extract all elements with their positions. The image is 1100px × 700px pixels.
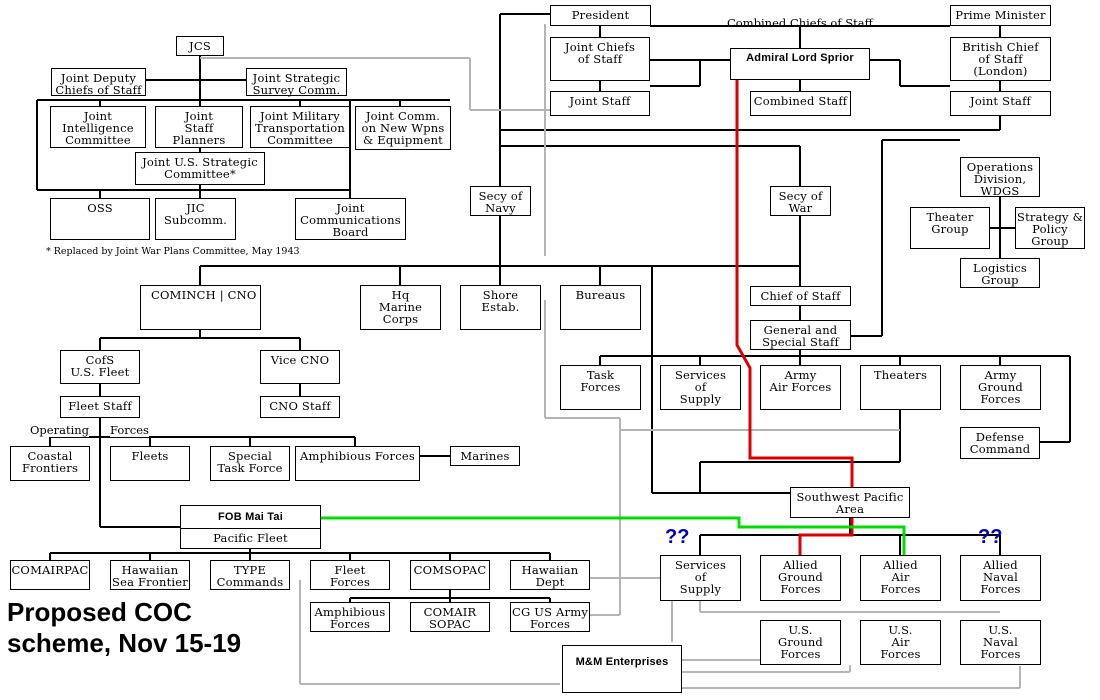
task-forces-box: Task Forces bbox=[560, 365, 641, 410]
general-special-staff-box: General and Special Staff bbox=[750, 320, 851, 350]
theater-group-box: Theater Group bbox=[910, 207, 990, 249]
forces-label: Forces bbox=[110, 423, 149, 437]
prime-minister-box: Prime Minister bbox=[950, 5, 1051, 26]
hq-marine-corps-box: Hq Marine Corps bbox=[360, 285, 441, 330]
army-air-forces-box: Army Air Forces bbox=[760, 365, 841, 410]
jcs-box: JCS bbox=[176, 36, 224, 56]
secy-of-war-box: Secy of War bbox=[770, 186, 831, 216]
mm-enterprises-box: M&M Enterprises bbox=[562, 645, 682, 693]
joint-communications-board-box: Joint Communications Board bbox=[295, 198, 406, 240]
theaters-box: Theaters bbox=[860, 365, 941, 410]
strategy-policy-group-box: Strategy & Policy Group bbox=[1015, 207, 1085, 249]
cofs-us-fleet-box: CofS U.S. Fleet bbox=[60, 350, 140, 384]
question-marks-right: ?? bbox=[978, 526, 1003, 548]
comsopac-box: COMSOPAC bbox=[410, 560, 490, 590]
logistics-group-box: Logistics Group bbox=[960, 258, 1040, 288]
pacific-fleet-box: Pacific Fleet bbox=[180, 528, 321, 549]
operations-division-box: Operations Division, WDGS bbox=[960, 157, 1040, 197]
cominch-cno-box: COMINCH | CNO bbox=[140, 285, 261, 330]
question-marks-left: ?? bbox=[665, 526, 690, 548]
chief-of-staff-box: Chief of Staff bbox=[750, 286, 851, 306]
hawaiian-dept-box: Hawaiian Dept bbox=[510, 560, 590, 590]
fleets-box: Fleets bbox=[110, 446, 190, 481]
defense-command-box: Defense Command bbox=[960, 427, 1040, 459]
operating-label: Operating bbox=[30, 423, 90, 437]
allied-air-forces-box: Allied Air Forces bbox=[860, 555, 941, 601]
joint-strategic-survey-box: Joint Strategic Survey Comm. bbox=[246, 68, 347, 96]
joint-comm-new-weapons-box: Joint Comm. on New Wpns & Equipment bbox=[355, 106, 451, 150]
coastal-frontiers-box: Coastal Frontiers bbox=[10, 446, 90, 481]
president-box: President bbox=[550, 5, 651, 26]
services-of-supply-top-box: Services of Supply bbox=[660, 365, 741, 410]
jic-subcommittee-box: JIC Subcomm. bbox=[155, 198, 236, 240]
amphibious-forces-bottom-box: Amphibious Forces bbox=[310, 602, 390, 632]
special-task-force-box: Special Task Force bbox=[210, 446, 290, 481]
secy-of-navy-box: Secy of Navy bbox=[470, 186, 531, 216]
joint-military-transportation-box: Joint Military Transportation Committee bbox=[250, 106, 350, 148]
footnote: * Replaced by Joint War Plans Committee,… bbox=[46, 246, 300, 257]
combined-staff-box: Combined Staff bbox=[750, 91, 851, 116]
shore-establishments-box: Shore Estab. bbox=[460, 285, 541, 330]
comairpac-box: COMAIRPAC bbox=[10, 560, 90, 590]
southwest-pacific-area-box: Southwest Pacific Area bbox=[790, 487, 910, 518]
allied-naval-forces-box: Allied Naval Forces bbox=[960, 555, 1041, 601]
british-chief-of-staff-box: British Chief of Staff (London) bbox=[950, 37, 1051, 81]
coordination-lines bbox=[200, 24, 1021, 689]
army-ground-forces-box: Army Ground Forces bbox=[960, 365, 1041, 410]
us-naval-forces-box: U.S. Naval Forces bbox=[960, 620, 1041, 665]
services-of-supply-bottom-box: Services of Supply bbox=[660, 555, 741, 601]
allied-ground-forces-box: Allied Ground Forces bbox=[760, 555, 841, 601]
vice-cno-box: Vice CNO bbox=[260, 350, 340, 384]
cno-staff-box: CNO Staff bbox=[260, 396, 340, 418]
us-air-forces-box: U.S. Air Forces bbox=[860, 620, 941, 665]
red-line bbox=[735, 80, 854, 555]
oss-box: OSS bbox=[50, 198, 150, 240]
fob-mai-tai-box: FOB Mai Tai bbox=[180, 505, 321, 529]
scheme-title: Proposed COC scheme, Nov 15-19 bbox=[7, 597, 242, 658]
joint-intelligence-committee-box: Joint Intelligence Committee bbox=[50, 106, 146, 148]
joint-staff-us-box: Joint Staff bbox=[550, 91, 650, 116]
combined-chiefs-label: Combined Chiefs of Staff bbox=[727, 16, 873, 30]
joint-chiefs-of-staff-box: Joint Chiefs of Staff bbox=[550, 37, 650, 81]
joint-staff-uk-box: Joint Staff bbox=[950, 91, 1051, 116]
cg-us-army-forces-box: CG US Army Forces bbox=[510, 602, 590, 632]
joint-deputy-chiefs-box: Joint Deputy Chiefs of Staff bbox=[51, 68, 146, 96]
bureaus-box: Bureaus bbox=[560, 285, 641, 330]
fleet-staff-box: Fleet Staff bbox=[60, 396, 140, 418]
fleet-forces-box: Fleet Forces bbox=[310, 560, 390, 590]
marines-box: Marines bbox=[450, 446, 520, 466]
joint-us-strategic-committee-box: Joint U.S. Strategic Committee* bbox=[135, 152, 265, 185]
comair-sopac-box: COMAIR SOPAC bbox=[410, 602, 490, 632]
amphibious-forces-top-box: Amphibious Forces bbox=[295, 446, 420, 481]
us-ground-forces-box: U.S. Ground Forces bbox=[760, 620, 841, 665]
admiral-lord-sprior-box: Admiral Lord Sprior bbox=[730, 48, 870, 80]
type-commands-box: TYPE Commands bbox=[210, 560, 290, 590]
joint-staff-planners-box: Joint Staff Planners bbox=[155, 106, 243, 148]
hawaiian-sea-frontier-box: Hawaiian Sea Frontier bbox=[110, 560, 190, 590]
green-line bbox=[321, 516, 906, 555]
